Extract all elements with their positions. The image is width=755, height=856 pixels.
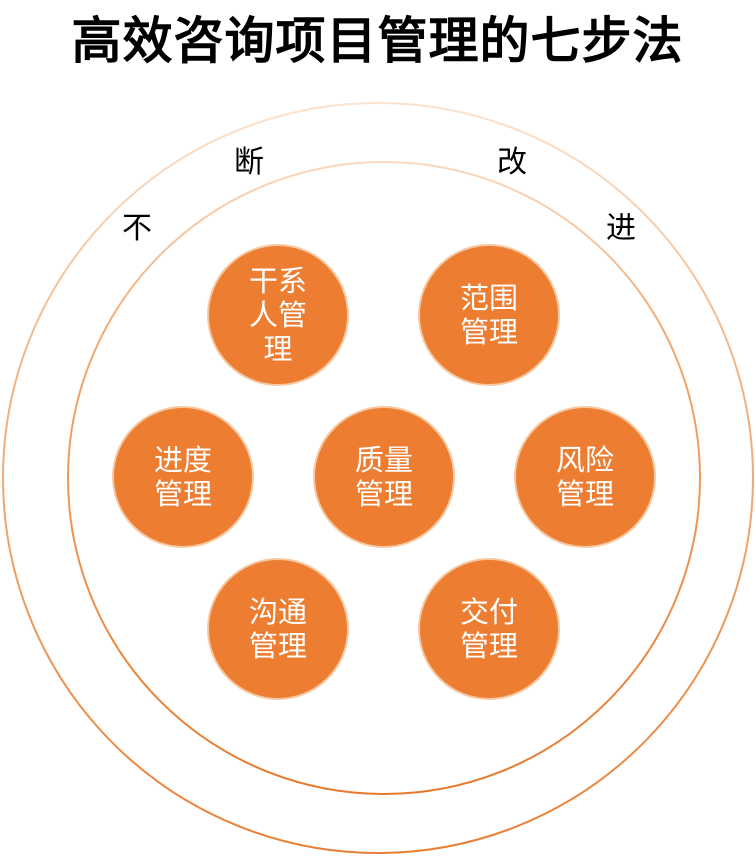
node-scope-management: 范围管理 bbox=[418, 244, 560, 386]
inner-ring bbox=[67, 161, 701, 795]
arc-text-char: 进 bbox=[606, 211, 636, 246]
node-label: 范围管理 bbox=[459, 281, 518, 349]
node-quality-management: 质量管理 bbox=[313, 406, 455, 548]
arc-text-char: 不 bbox=[122, 211, 152, 246]
node-delivery-management: 交付管理 bbox=[418, 558, 560, 700]
node-label: 沟通管理 bbox=[248, 595, 307, 663]
node-label: 质量管理 bbox=[354, 443, 413, 511]
outer-ring bbox=[2, 102, 754, 854]
node-schedule-management: 进度管理 bbox=[112, 406, 254, 548]
node-label: 风险管理 bbox=[555, 443, 614, 511]
node-label: 进度管理 bbox=[153, 443, 212, 511]
node-label: 交付管理 bbox=[459, 595, 518, 663]
node-label: 干系人管理 bbox=[248, 264, 307, 366]
node-communication-management: 沟通管理 bbox=[207, 558, 349, 700]
node-risk-management: 风险管理 bbox=[514, 406, 656, 548]
diagram-title: 高效咨询项目管理的七步法 bbox=[71, 12, 684, 70]
node-stakeholder-management: 干系人管理 bbox=[207, 244, 349, 386]
arc-text-char: 改 bbox=[497, 145, 527, 180]
arc-text-char: 断 bbox=[234, 145, 264, 180]
